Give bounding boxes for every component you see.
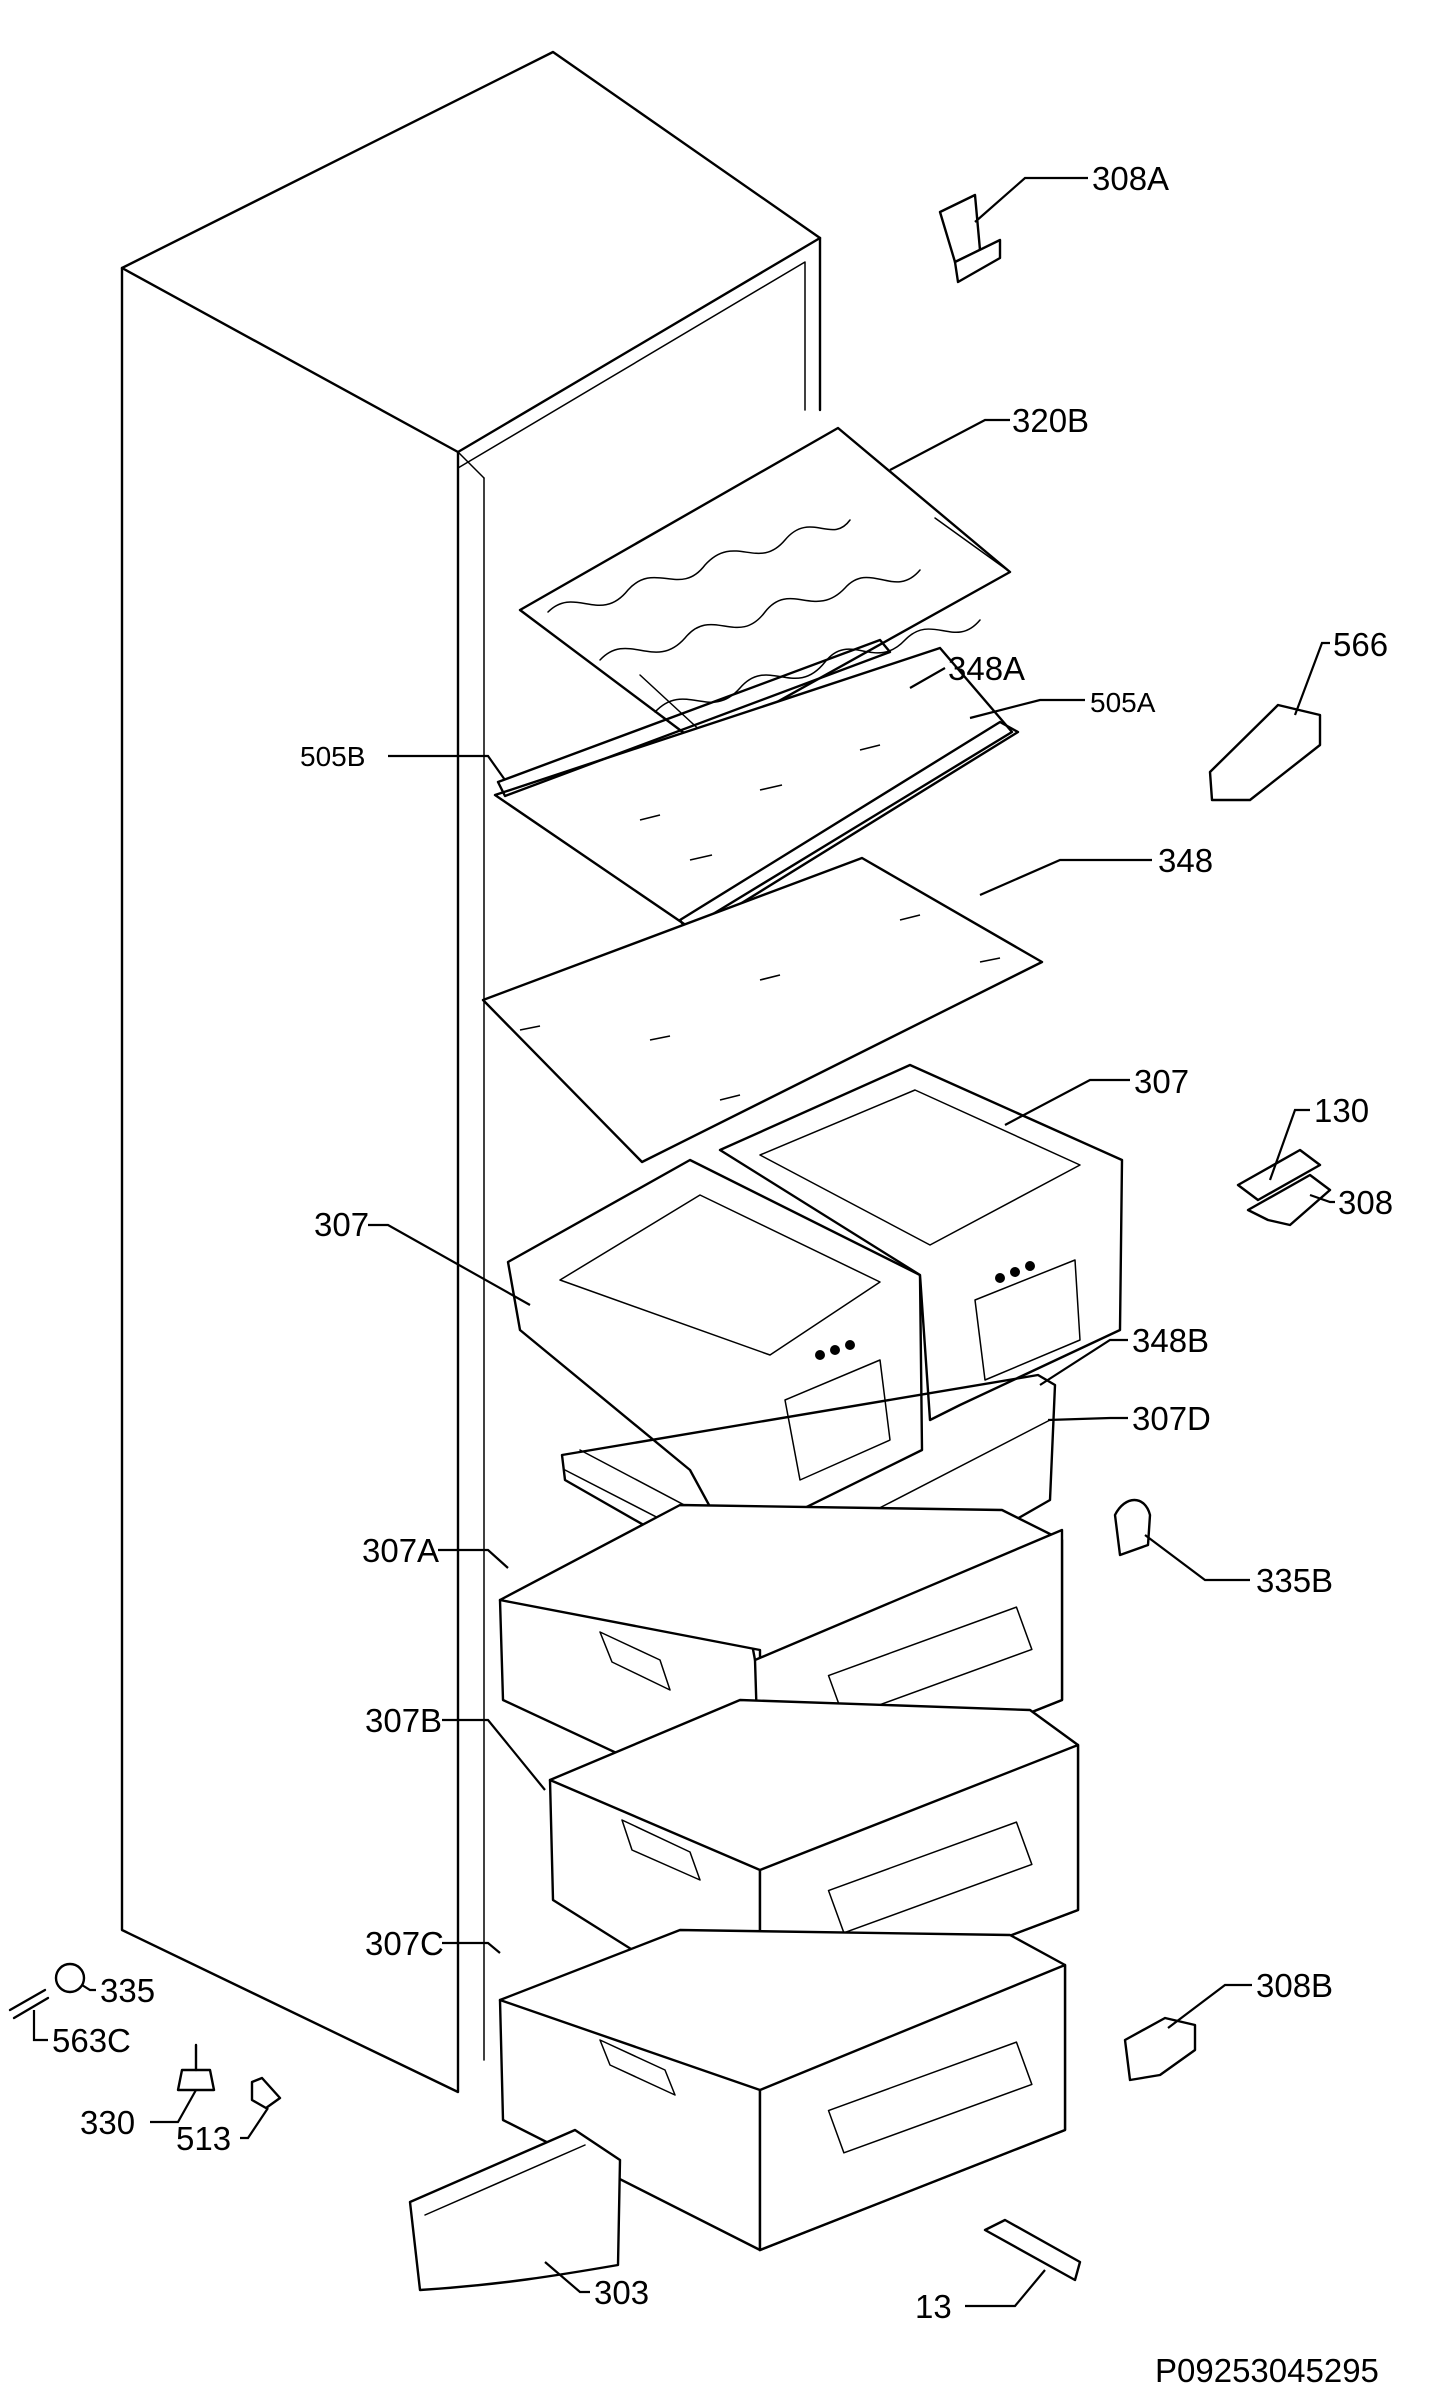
label-563c: 563C: [52, 2022, 131, 2059]
kick-plate-303: [408, 2128, 622, 2292]
label-307d: 307D: [1132, 1400, 1211, 1437]
label-330: 330: [80, 2104, 135, 2141]
label-505a: 505A: [1090, 687, 1156, 718]
reference-number: P09253045295: [1155, 2352, 1379, 2389]
label-308a: 308A: [1092, 160, 1169, 197]
label-348a: 348A: [948, 650, 1025, 687]
label-303: 303: [594, 2274, 649, 2311]
label-307-left: 307: [314, 1206, 369, 1243]
label-307b: 307B: [365, 1702, 442, 1739]
label-307-right: 307: [1134, 1063, 1189, 1100]
label-335: 335: [100, 1972, 155, 2009]
glass-shelf-348a: [493, 638, 1020, 937]
label-307c: 307C: [365, 1925, 444, 1962]
bracket-13: [983, 2218, 1082, 2282]
label-320b: 320B: [1012, 402, 1089, 439]
small-parts-left: [8, 1962, 282, 2110]
part-335b: [1113, 1498, 1152, 1557]
crisper-bin-right: [718, 1063, 1124, 1422]
label-566: 566: [1333, 626, 1388, 663]
part-566: [1208, 703, 1322, 802]
drawer-307c: [498, 1928, 1067, 2252]
label-308b: 308B: [1256, 1967, 1333, 2004]
crisper-bin-left: [506, 1158, 924, 1564]
label-130: 130: [1314, 1092, 1369, 1129]
label-335b: 335B: [1256, 1562, 1333, 1599]
label-348: 348: [1158, 842, 1213, 879]
hinge-308a: [938, 193, 1002, 284]
label-513: 513: [176, 2120, 231, 2157]
glass-shelf-348: [481, 856, 1044, 1164]
hinge-308b: [1123, 2016, 1197, 2082]
callout-labels: 308A 320B 566 348A 505A 505B 348 307 130…: [52, 160, 1393, 2389]
label-505b: 505B: [300, 741, 365, 772]
leader-lines: [32, 176, 1335, 2308]
label-348b: 348B: [1132, 1322, 1209, 1359]
label-308: 308: [1338, 1184, 1393, 1221]
label-307a: 307A: [362, 1532, 439, 1569]
fridge-cabinet: [120, 50, 822, 2094]
label-13: 13: [915, 2288, 952, 2325]
hinge-130-308: [1236, 1148, 1332, 1227]
